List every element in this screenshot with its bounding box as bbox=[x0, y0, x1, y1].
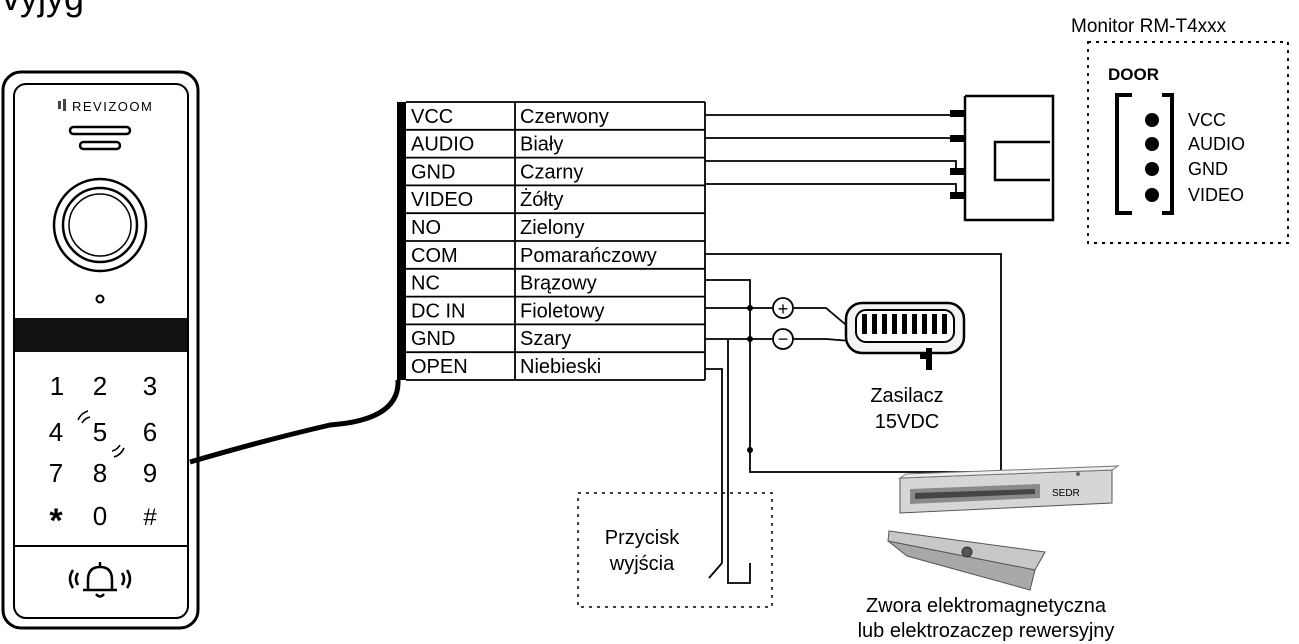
header-fragment: vyjyg bbox=[2, 0, 84, 18]
power-supply-icon bbox=[844, 301, 966, 370]
wire-signal-label: NO bbox=[411, 217, 441, 239]
wire-signal-label: COM bbox=[411, 245, 458, 267]
monitor-connector-plug bbox=[950, 94, 1055, 222]
magnetic-lock-icon: SEDR bbox=[887, 465, 1120, 591]
wire-plus-to-psu bbox=[794, 307, 853, 331]
connector-strip bbox=[397, 102, 406, 380]
wire-table-grid bbox=[406, 101, 706, 381]
brand-name: REVIZOOM bbox=[72, 99, 153, 114]
junction-dot bbox=[747, 336, 753, 342]
wire-color-label: Fioletowy bbox=[520, 300, 604, 322]
door-bracket-left bbox=[1115, 93, 1132, 215]
key-1: 1 bbox=[50, 371, 64, 401]
key-0: 0 bbox=[93, 501, 107, 531]
speaker-icon bbox=[68, 125, 132, 151]
plus-terminal-icon: + bbox=[772, 297, 794, 319]
pin-dot-audio bbox=[1145, 137, 1159, 151]
pin-dot-vcc bbox=[1145, 113, 1159, 127]
monitor-box: Monitor RM-T4xxx DOOR VCC AUDIO GND VIDE… bbox=[1071, 16, 1289, 244]
door-station-cable bbox=[189, 379, 401, 465]
wire-color-label: Niebieski bbox=[520, 356, 601, 378]
wire-gnd-to-button bbox=[727, 339, 751, 584]
pin-dot-gnd bbox=[1145, 162, 1159, 176]
wire-signal-label: OPEN bbox=[411, 356, 468, 378]
key-6: 6 bbox=[143, 417, 157, 447]
pin-label-vcc: VCC bbox=[1188, 110, 1226, 130]
rfid-icon bbox=[77, 410, 125, 458]
button-switch-contact bbox=[708, 562, 723, 579]
lock-label-line2: lub elektrozaczep rewersyjny bbox=[858, 620, 1115, 642]
psu-label-line2: 15VDC bbox=[875, 411, 939, 433]
wire-signal-label: VIDEO bbox=[411, 189, 473, 211]
junction-dot bbox=[747, 447, 753, 453]
door-label: DOOR bbox=[1108, 65, 1159, 84]
key-4: 4 bbox=[49, 417, 63, 447]
wire-color-label: Zielony bbox=[520, 217, 584, 239]
wire-color-label: Czerwony bbox=[520, 106, 609, 128]
light-sensor-icon bbox=[95, 294, 105, 304]
key-star: * bbox=[49, 502, 63, 540]
key-8: 8 bbox=[93, 458, 107, 488]
wire-signal-label: GND bbox=[411, 328, 455, 350]
minus-sign: − bbox=[778, 329, 789, 349]
wire-gnd-to-monitor bbox=[705, 160, 957, 172]
monitor-title: Monitor RM-T4xxx bbox=[1071, 16, 1227, 37]
camera-lens-icon bbox=[52, 177, 148, 273]
wire-color-label: Biały bbox=[520, 134, 563, 156]
lock-label-line1: Zwora elektromagnetyczna bbox=[866, 595, 1107, 617]
keypad: 1 2 3 4 5 6 7 8 9 * 0 # bbox=[49, 371, 158, 540]
junction-dot bbox=[747, 305, 753, 311]
wire-video-to-monitor bbox=[705, 183, 957, 197]
wire-signal-label: GND bbox=[411, 161, 455, 183]
wire-color-label: Pomarańczowy bbox=[520, 245, 657, 267]
wire-color-label: Szary bbox=[520, 328, 571, 350]
key-3: 3 bbox=[143, 371, 157, 401]
wire-color-label: Czarny bbox=[520, 161, 583, 183]
plus-sign: + bbox=[778, 299, 789, 319]
wire-nc-to-lock bbox=[705, 279, 992, 473]
psu-label-line1: Zasilacz bbox=[870, 385, 943, 407]
name-plate-strip bbox=[15, 318, 187, 352]
wire-open-to-button bbox=[705, 368, 723, 563]
exit-button-frame bbox=[577, 492, 773, 608]
wire-signal-label: NC bbox=[411, 273, 440, 295]
wire-com-to-lock bbox=[705, 253, 1002, 472]
minus-terminal-icon: − bbox=[772, 328, 794, 350]
key-7: 7 bbox=[49, 458, 63, 488]
pin-label-video: VIDEO bbox=[1188, 185, 1244, 205]
wire-signal-label: AUDIO bbox=[411, 134, 474, 156]
wire-signal-label: VCC bbox=[411, 106, 453, 128]
key-2: 2 bbox=[93, 371, 107, 401]
wire-signal-label: DC IN bbox=[411, 300, 465, 322]
exit-button-label-line1: Przycisk bbox=[605, 527, 680, 549]
door-station: REVIZOOM 1 2 3 4 5 6 7 8 9 * 0 # bbox=[1, 70, 200, 630]
wire-minus-to-psu bbox=[794, 338, 852, 342]
key-9: 9 bbox=[143, 458, 157, 488]
key-hash: # bbox=[143, 504, 157, 531]
brand-logo: REVIZOOM bbox=[58, 99, 153, 114]
wiring-lines bbox=[705, 114, 1002, 584]
pin-dot-video bbox=[1145, 188, 1159, 202]
pin-label-audio: AUDIO bbox=[1188, 134, 1245, 154]
exit-button-label-line2: wyjścia bbox=[609, 553, 675, 575]
pin-label-gnd: GND bbox=[1188, 159, 1228, 179]
door-bracket-right bbox=[1162, 93, 1174, 215]
wire-color-label: Brązowy bbox=[520, 273, 597, 295]
wire-color-label: Żółty bbox=[520, 188, 563, 211]
bell-icon bbox=[68, 562, 132, 598]
key-5: 5 bbox=[93, 417, 107, 447]
lock-brand: SEDR bbox=[1052, 488, 1080, 499]
